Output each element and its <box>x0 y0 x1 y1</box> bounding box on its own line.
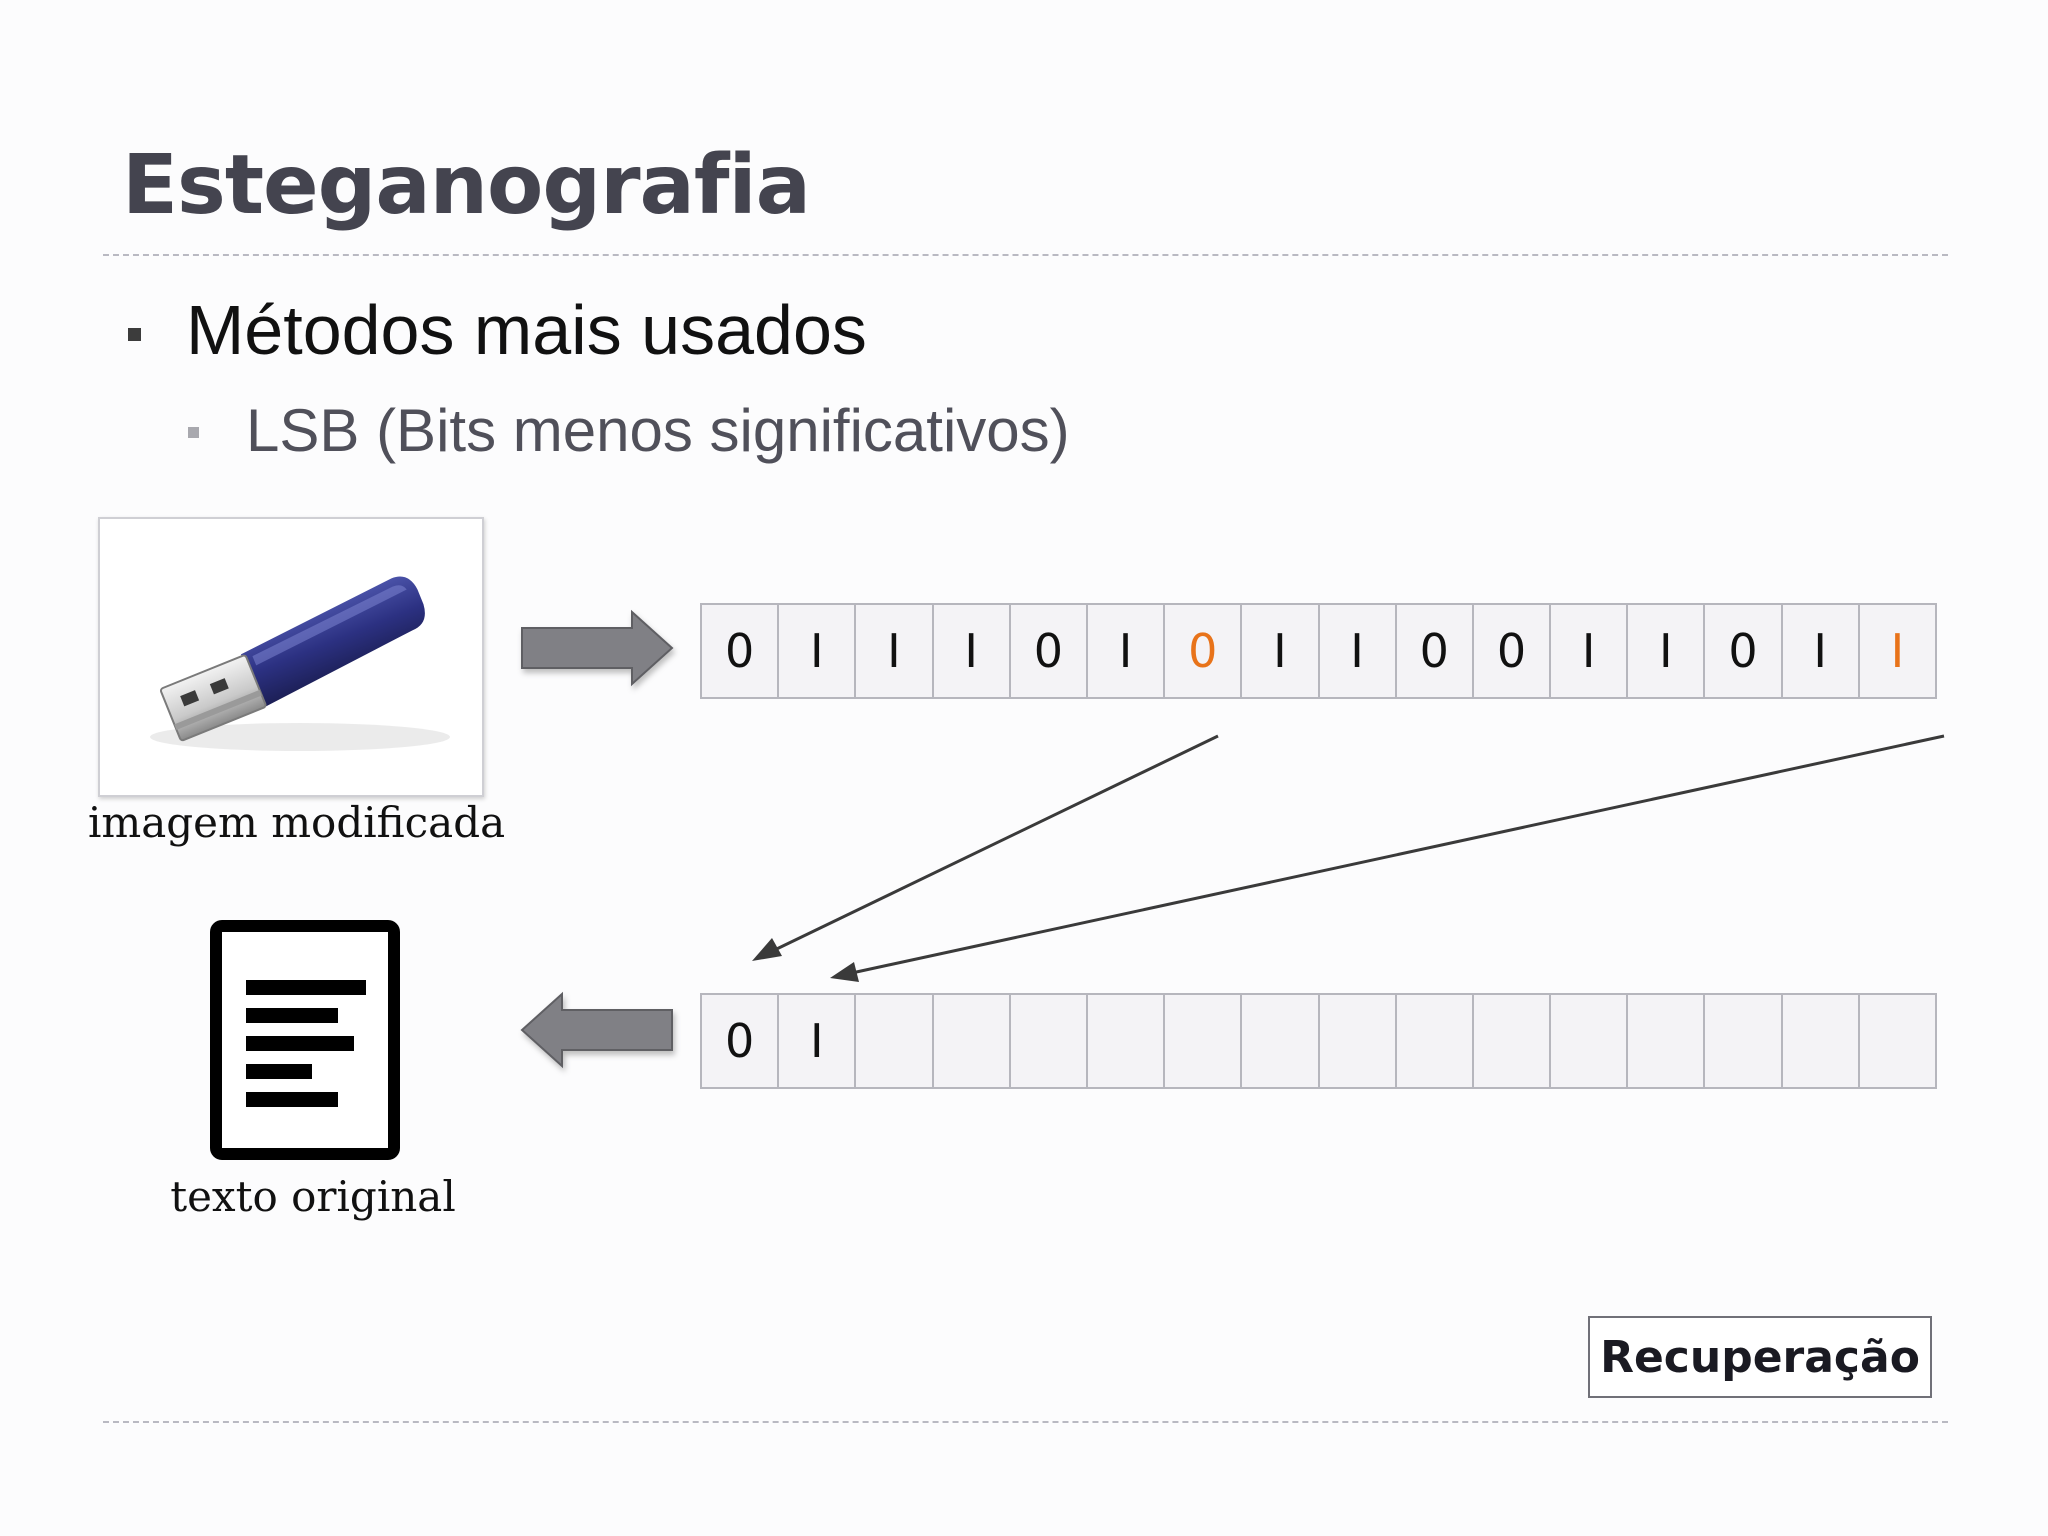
bottom-bit-cell <box>1163 993 1243 1089</box>
top-divider <box>103 254 1948 256</box>
bottom-bit-cell <box>1008 993 1088 1089</box>
top-bit-cell: 0 <box>1394 603 1474 699</box>
recovery-label-text: Recuperação <box>1600 1331 1920 1383</box>
bit-extract-arrowhead-1 <box>752 938 782 961</box>
top-bit-cell: 0 <box>1471 603 1552 699</box>
bottom-bit-cell <box>1626 993 1706 1089</box>
bottom-bit-cell <box>1703 993 1783 1089</box>
bit-extract-arrowhead-2 <box>830 962 859 982</box>
bottom-bit-cell <box>931 993 1011 1089</box>
bottom-bit-cell <box>1780 993 1860 1089</box>
bit-extract-arrow-1 <box>757 734 1219 960</box>
top-bit-cell: 0 <box>1703 603 1783 699</box>
bit-extract-arrow-2 <box>837 734 1945 978</box>
modified-image-photo <box>98 517 484 797</box>
top-bit-cell: 0 <box>1008 603 1088 699</box>
document-icon <box>210 920 400 1160</box>
top-bit-cell: 0 <box>1163 603 1243 699</box>
usb-drive-icon <box>150 576 450 751</box>
bottom-bit-cell: 0 <box>700 993 780 1089</box>
bullet-marker-sub <box>188 427 199 438</box>
bottom-bit-cell <box>1317 993 1397 1089</box>
bottom-divider <box>103 1421 1948 1423</box>
bottom-bit-cell <box>1394 993 1474 1089</box>
top-bit-cell: I <box>777 603 857 699</box>
top-bit-cell: 0 <box>700 603 780 699</box>
bullet-level1-text: Métodos mais usados <box>186 291 867 369</box>
top-bit-cell: I <box>1626 603 1706 699</box>
slide-title: Esteganografia <box>122 138 811 233</box>
recovery-label: Recuperação <box>1588 1316 1932 1398</box>
bullet-level2-text: LSB (Bits menos significativos) <box>246 397 1070 464</box>
bullet-marker <box>128 328 141 341</box>
bottom-bit-cell <box>1240 993 1320 1089</box>
top-bit-cell: I <box>854 603 934 699</box>
left-block-arrow <box>520 991 673 1069</box>
image-caption: imagem modificada <box>88 798 506 847</box>
top-bit-cell: I <box>1857 603 1937 699</box>
bottom-bit-cell <box>1857 993 1937 1089</box>
top-bit-cell: I <box>1549 603 1629 699</box>
top-bit-cell: I <box>1317 603 1397 699</box>
text-caption: texto original <box>170 1172 456 1221</box>
right-block-arrow <box>521 609 674 687</box>
